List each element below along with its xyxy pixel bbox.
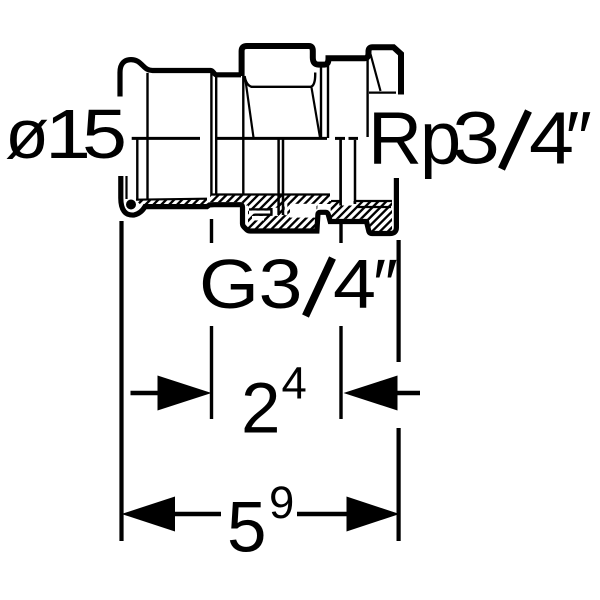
svg-text:″: ″ — [566, 97, 592, 180]
svg-text:p: p — [420, 97, 461, 180]
svg-text:3: 3 — [259, 245, 303, 323]
svg-text:″: ″ — [373, 245, 398, 323]
svg-text:5: 5 — [82, 95, 127, 173]
svg-text:ø: ø — [5, 95, 49, 173]
svg-text:G: G — [199, 245, 259, 323]
svg-text:9: 9 — [269, 477, 294, 528]
svg-text:2: 2 — [241, 370, 281, 449]
svg-text:3: 3 — [452, 97, 500, 180]
svg-text:4: 4 — [333, 245, 376, 323]
svg-text:4: 4 — [282, 358, 307, 409]
svg-text:5: 5 — [227, 489, 267, 568]
svg-text:4: 4 — [529, 97, 574, 180]
svg-text:1: 1 — [45, 95, 91, 173]
svg-text:R: R — [368, 97, 422, 180]
